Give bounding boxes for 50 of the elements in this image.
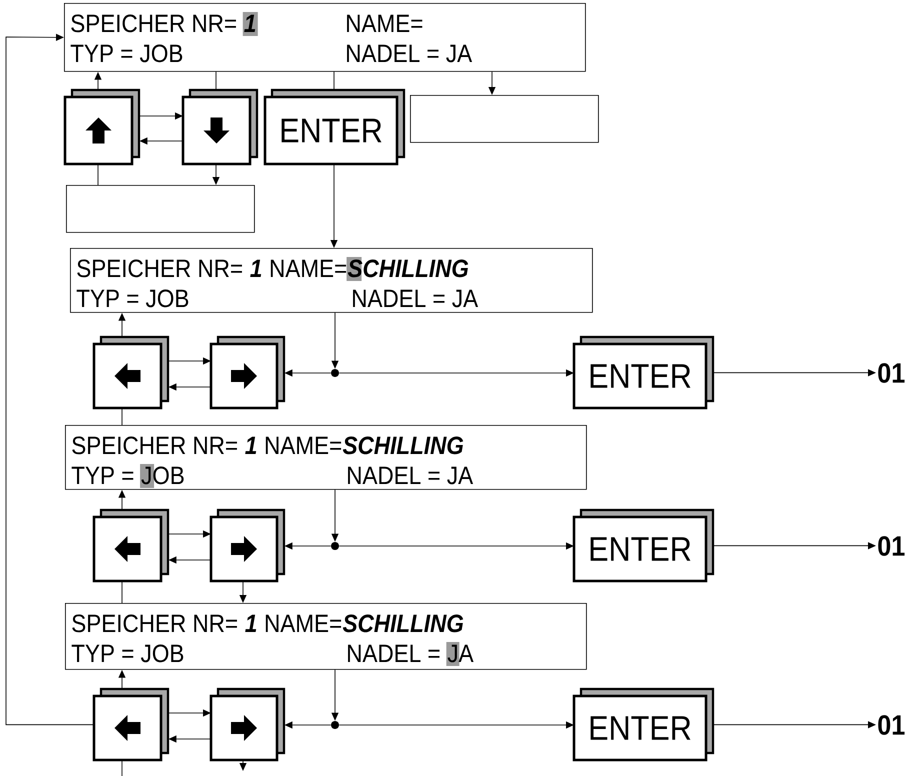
junction-dot [331, 721, 339, 729]
display-text: SPEICHER NR= [77, 260, 242, 278]
output-label: 01 [878, 363, 905, 383]
display-text: NAME= [266, 614, 342, 632]
display-text: 1 [245, 614, 256, 632]
junction-dot [331, 369, 339, 377]
display-text: 1 [250, 260, 262, 277]
display-text: TYP = JOB [76, 290, 188, 308]
display-panel [70, 248, 593, 313]
display-text: SCHILLING [346, 257, 468, 281]
key-button [182, 88, 258, 166]
display-text: TYP = JOB [72, 644, 184, 662]
arrow [6, 34, 94, 726]
empty-box [66, 185, 255, 233]
display-text: NADEL = JA [348, 466, 474, 484]
key-button [92, 336, 170, 410]
key-button [210, 336, 286, 410]
display-text: NAME= [347, 14, 422, 32]
key-button [210, 688, 286, 762]
display-text: NADEL = JA [353, 290, 478, 308]
display-text: SPEICHER NR= [71, 14, 236, 32]
display-text: 1 [242, 12, 258, 36]
display-text: NADEL = JA [347, 44, 472, 62]
enter-key: ENTER [572, 508, 714, 582]
display-text: JOB [140, 464, 184, 488]
enter-key: ENTER [264, 88, 406, 166]
output-label: 01 [878, 715, 905, 735]
display-panel [65, 425, 587, 490]
display-text: TYP = [72, 466, 134, 484]
display-text: 1 [245, 436, 256, 454]
junction-dot [331, 542, 339, 550]
display-text: NADEL = [348, 644, 440, 662]
display-text: JA [446, 642, 474, 666]
empty-box [410, 95, 599, 143]
key-button [210, 508, 286, 582]
output-label: 01 [878, 536, 905, 556]
enter-key: ENTER [572, 336, 714, 410]
display-text: SPEICHER NR= [72, 436, 237, 454]
key-button [92, 688, 170, 762]
display-text: TYP = JOB [70, 44, 182, 62]
display-text: NAME= [270, 260, 346, 277]
key-button [92, 508, 170, 582]
key-button [64, 88, 140, 166]
display-text: SCHILLING [342, 436, 464, 454]
display-panel [64, 3, 586, 72]
display-panel [65, 603, 587, 670]
enter-key: ENTER [572, 688, 714, 762]
display-text: SPEICHER NR= [72, 614, 237, 632]
display-text: NAME= [266, 436, 342, 454]
display-text: SCHILLING [342, 614, 464, 632]
